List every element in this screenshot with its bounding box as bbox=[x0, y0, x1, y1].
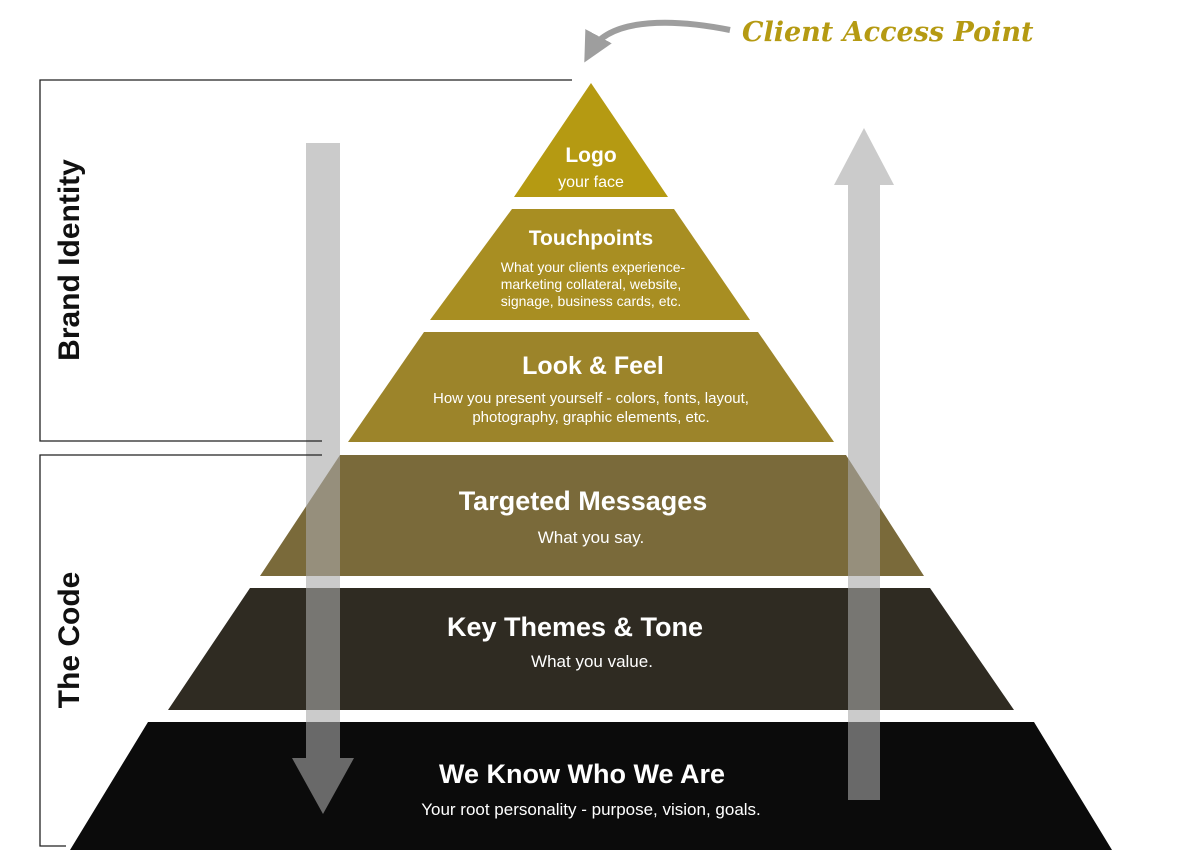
access-curved-arrow bbox=[584, 19, 731, 63]
touchpoints-sub-1: marketing collateral, website, bbox=[501, 276, 682, 292]
up-arrow bbox=[834, 128, 894, 800]
layer-targeted-messages bbox=[260, 455, 924, 576]
key-themes-sub-0: What you value. bbox=[531, 652, 653, 671]
down-arrow-shape bbox=[292, 143, 354, 814]
we-know-title: We Know Who We Are bbox=[439, 759, 725, 789]
layer-touchpoints bbox=[430, 209, 750, 320]
targeted-messages-sub-0: What you say. bbox=[538, 528, 644, 547]
logo-title: Logo bbox=[565, 144, 616, 167]
touchpoints-sub-2: signage, business cards, etc. bbox=[501, 293, 682, 309]
targeted-messages-title: Targeted Messages bbox=[459, 486, 708, 516]
we-know-sub-0: Your root personality - purpose, vision,… bbox=[421, 800, 761, 819]
down-arrow bbox=[292, 143, 354, 814]
layer-logo bbox=[514, 83, 668, 197]
look-feel-sub-1: photography, graphic elements, etc. bbox=[472, 409, 709, 426]
touchpoints-sub-0: What your clients experience- bbox=[501, 259, 686, 275]
the-code-label: The Code bbox=[53, 572, 86, 709]
layer-look-feel bbox=[348, 332, 834, 442]
touchpoints-title: Touchpoints bbox=[529, 227, 653, 250]
client-access-point-label: Client Access Point bbox=[742, 17, 1034, 48]
key-themes-title: Key Themes & Tone bbox=[447, 612, 703, 642]
up-arrow-shape bbox=[834, 128, 894, 800]
the-code-bracket bbox=[39, 454, 322, 847]
logo-sub-0: your face bbox=[558, 174, 624, 191]
look-feel-sub-0: How you present yourself - colors, fonts… bbox=[433, 390, 749, 407]
layer-key-themes bbox=[168, 588, 1014, 710]
brand-identity-bracket bbox=[39, 79, 572, 442]
look-feel-title: Look & Feel bbox=[522, 352, 664, 380]
brand-identity-label: Brand Identity bbox=[53, 159, 86, 361]
